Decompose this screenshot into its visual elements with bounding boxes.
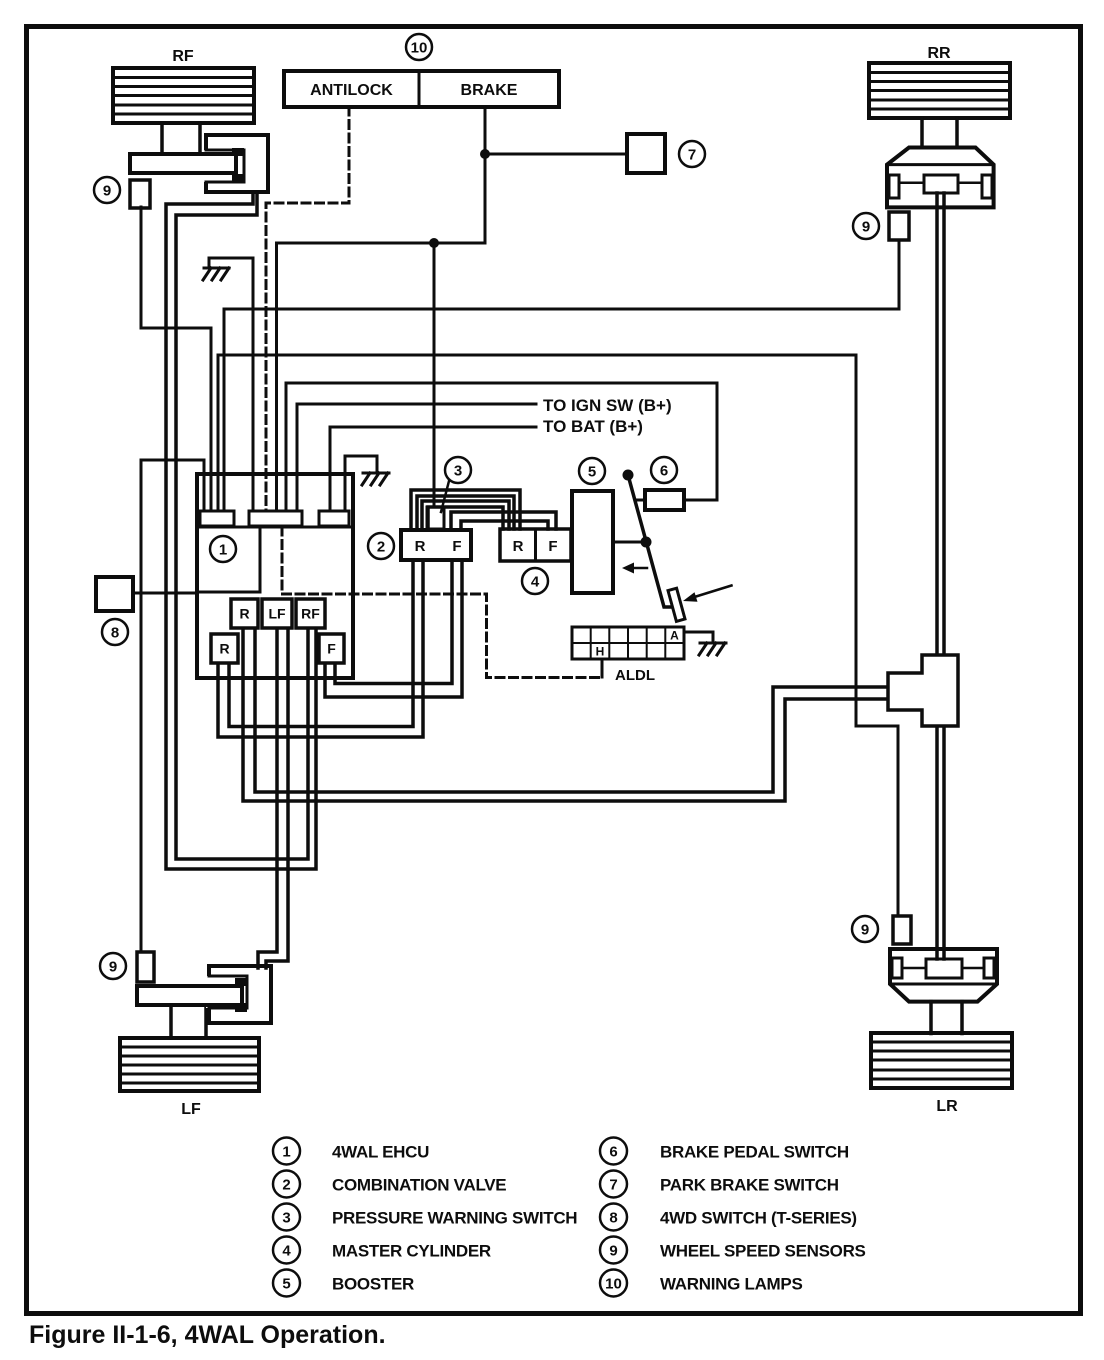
svg-text:10: 10 [411, 40, 428, 57]
svg-text:9: 9 [103, 183, 111, 200]
svg-text:7: 7 [688, 147, 696, 164]
svg-text:PRESSURE WARNING SWITCH: PRESSURE WARNING SWITCH [332, 1209, 577, 1228]
svg-text:4: 4 [531, 574, 540, 591]
svg-text:8: 8 [609, 1210, 617, 1227]
svg-text:R: R [239, 606, 249, 622]
svg-text:5: 5 [282, 1276, 290, 1293]
svg-text:F: F [452, 538, 461, 555]
svg-text:MASTER CYLINDER: MASTER CYLINDER [332, 1242, 491, 1261]
svg-text:BRAKE: BRAKE [461, 82, 518, 99]
svg-text:9: 9 [609, 1243, 617, 1260]
svg-text:4: 4 [282, 1243, 291, 1260]
svg-text:3: 3 [454, 463, 462, 480]
svg-text:6: 6 [660, 463, 668, 480]
svg-text:R: R [415, 538, 426, 555]
svg-text:LF: LF [181, 1101, 201, 1118]
svg-text:4WAL EHCU: 4WAL EHCU [332, 1143, 429, 1162]
svg-text:3: 3 [282, 1210, 290, 1227]
svg-text:R: R [219, 641, 229, 657]
svg-text:Figure II-1-6, 4WAL Operation.: Figure II-1-6, 4WAL Operation. [29, 1321, 386, 1349]
svg-text:RF: RF [301, 606, 320, 622]
svg-text:RR: RR [927, 45, 951, 62]
svg-text:WHEEL SPEED SENSORS: WHEEL SPEED SENSORS [660, 1242, 866, 1261]
svg-text:1: 1 [282, 1144, 290, 1161]
svg-text:A: A [670, 629, 679, 643]
svg-text:9: 9 [862, 219, 870, 236]
svg-text:TO BAT (B+): TO BAT (B+) [543, 417, 643, 436]
svg-text:RF: RF [172, 48, 194, 65]
svg-text:10: 10 [605, 1276, 622, 1293]
svg-text:WARNING LAMPS: WARNING LAMPS [660, 1275, 803, 1294]
svg-text:8: 8 [111, 625, 119, 642]
svg-text:9: 9 [861, 922, 869, 939]
svg-text:7: 7 [609, 1177, 617, 1194]
svg-text:4WD SWITCH (T-SERIES): 4WD SWITCH (T-SERIES) [660, 1209, 857, 1228]
svg-text:5: 5 [588, 464, 596, 481]
svg-text:F: F [548, 538, 557, 555]
svg-text:F: F [327, 641, 336, 657]
svg-text:H: H [596, 645, 605, 659]
svg-text:TO IGN SW (B+): TO IGN SW (B+) [543, 396, 672, 415]
svg-text:PARK BRAKE SWITCH: PARK BRAKE SWITCH [660, 1176, 839, 1195]
svg-text:ANTILOCK: ANTILOCK [310, 82, 393, 99]
svg-text:9: 9 [109, 959, 117, 976]
svg-text:BRAKE PEDAL SWITCH: BRAKE PEDAL SWITCH [660, 1143, 849, 1162]
svg-text:ALDL: ALDL [615, 667, 655, 684]
svg-text:1: 1 [219, 542, 227, 559]
svg-text:COMBINATION VALVE: COMBINATION VALVE [332, 1176, 506, 1195]
svg-text:LR: LR [936, 1098, 958, 1115]
svg-text:2: 2 [282, 1177, 290, 1194]
svg-text:LF: LF [268, 606, 286, 622]
svg-text:2: 2 [377, 539, 385, 556]
svg-text:6: 6 [609, 1144, 617, 1161]
svg-text:R: R [513, 538, 524, 555]
svg-text:BOOSTER: BOOSTER [332, 1275, 414, 1294]
